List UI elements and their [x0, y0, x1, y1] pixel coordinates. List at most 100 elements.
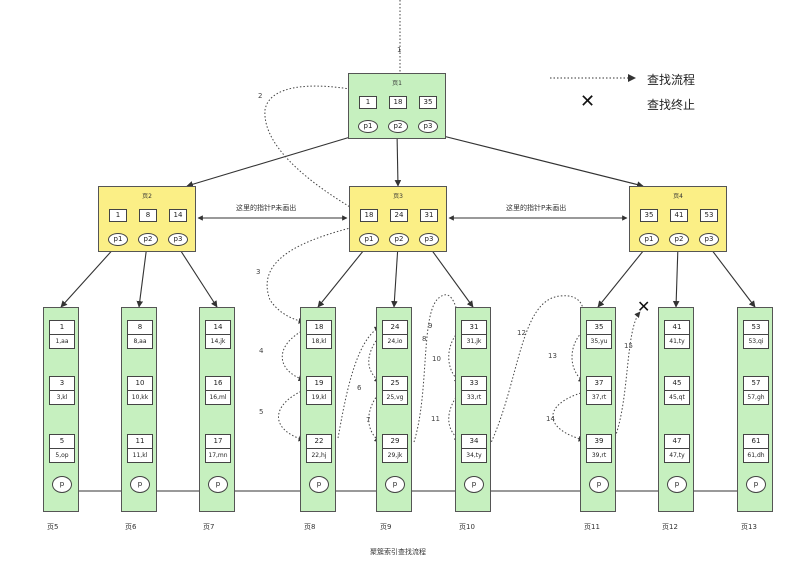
search-path-step	[278, 389, 305, 442]
search-step-number: 7	[366, 416, 371, 424]
record-value: 53,qi	[748, 338, 764, 345]
record-key: 24	[383, 321, 407, 335]
root-key: 1	[359, 96, 377, 109]
record-value: 45,qt	[669, 394, 685, 401]
search-path-step	[368, 334, 381, 383]
leaf-next-pointer: p	[464, 476, 484, 493]
record-value: 14,jk	[210, 338, 226, 345]
internal-to-leaf-edge	[427, 244, 474, 308]
record-key: 29	[383, 435, 407, 449]
leaf-page-label: 页5	[47, 523, 59, 531]
leaf-record: 47 47,ty	[664, 434, 690, 463]
internal-key: 24	[390, 209, 408, 222]
internal-to-leaf-edge	[707, 244, 756, 308]
leaf-next-pointer: p	[589, 476, 609, 493]
record-key: 45	[665, 377, 689, 391]
internal-to-leaf-edge	[136, 244, 148, 308]
legend-stop-label: 查找终止	[647, 98, 696, 112]
search-step-number: 6	[357, 384, 362, 392]
record-value: 3,kl	[56, 394, 68, 401]
record-value: 35,yu	[590, 338, 608, 345]
record-value: 19,kl	[311, 394, 327, 401]
record-key: 19	[307, 377, 331, 391]
internal-pointer: p3	[168, 233, 188, 246]
internal-to-leaf-edge	[60, 244, 118, 308]
record-key: 37	[587, 377, 611, 391]
leaf-next-pointer: p	[385, 476, 405, 493]
internal-page-title: 页4	[673, 193, 683, 200]
search-step-number: 9	[428, 322, 433, 330]
search-path-step	[264, 85, 399, 215]
record-value: 47,ty	[669, 452, 685, 459]
leaf-next-pointer: p	[52, 476, 72, 493]
record-value: 57,gh	[747, 394, 765, 401]
leaf-record: 24 24,io	[382, 320, 408, 349]
search-path-step	[552, 391, 585, 442]
record-key: 39	[587, 435, 611, 449]
internal-pointer: p2	[389, 233, 409, 246]
internal-key: 18	[360, 209, 378, 222]
leaf-page-label: 页10	[459, 523, 475, 531]
record-value: 8,aa	[133, 338, 147, 345]
search-step-number: 15	[624, 342, 633, 350]
internal-key: 31	[420, 209, 438, 222]
leaf-page-label: 页6	[125, 523, 137, 531]
record-key: 47	[665, 435, 689, 449]
root-pointer: p1	[358, 120, 378, 133]
leaf-next-pointer: p	[208, 476, 228, 493]
termination-cross-icon: ✕	[637, 297, 651, 316]
legend-flow-label: 查找流程	[647, 73, 696, 87]
record-value: 41,ty	[669, 338, 685, 345]
record-key: 16	[206, 377, 230, 391]
search-step-number: 10	[432, 355, 441, 363]
internal-key: 14	[169, 209, 187, 222]
leaf-page-label: 页12	[662, 523, 678, 531]
internal-key: 1	[109, 209, 127, 222]
search-step-number: 1	[397, 46, 402, 54]
leaf-record: 1 1,aa	[49, 320, 75, 349]
root-to-internal-edge	[426, 131, 644, 188]
record-key: 34	[462, 435, 486, 449]
record-value: 25,vg	[386, 394, 404, 401]
root-pointer: p3	[418, 120, 438, 133]
record-key: 31	[462, 321, 486, 335]
diagram-caption: 聚簇索引查找流程	[370, 548, 426, 556]
internal-pointer: p3	[419, 233, 439, 246]
record-value: 24,io	[387, 338, 403, 345]
search-path-step	[613, 311, 641, 441]
search-path-step	[489, 295, 588, 446]
leaf-page-label: 页13	[741, 523, 757, 531]
record-key: 61	[744, 435, 768, 449]
root-page: 页1 1 18 35 p1 p2 p3	[348, 73, 446, 139]
missing-pointer-note: 这里的指针P未画出	[506, 204, 567, 212]
internal-pointer: p1	[359, 233, 379, 246]
record-key: 41	[665, 321, 689, 335]
internal-to-leaf-edge	[672, 244, 680, 308]
record-key: 1	[50, 321, 74, 335]
dotted-arrow-legend-icon	[550, 74, 636, 82]
record-value: 18,kl	[311, 338, 327, 345]
record-value: 1,aa	[55, 338, 69, 345]
